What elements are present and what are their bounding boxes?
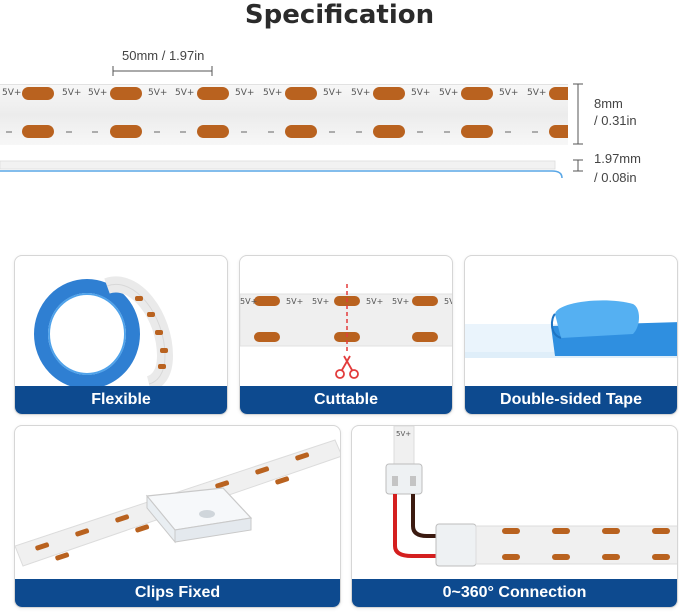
svg-text:5V+: 5V+: [286, 297, 303, 306]
positive-label: 5V+: [527, 88, 547, 98]
thickness-in-label: / 0.08in: [594, 170, 637, 185]
solder-pad: [22, 125, 54, 138]
feature-label: 0~360° Connection: [352, 579, 677, 607]
positive-label: 5V+: [411, 88, 431, 98]
solder-pad: [549, 87, 568, 100]
solder-pad: [197, 87, 229, 100]
solder-pad: [549, 125, 568, 138]
positive-label: 5V+: [499, 88, 519, 98]
solder-pad: [110, 87, 142, 100]
feature-card-connection: 5V+ 0~360° Connection: [351, 425, 678, 608]
svg-text:5V+: 5V+: [444, 297, 453, 306]
positive-label: 5V+: [263, 88, 283, 98]
thickness-mm-label: 1.97mm: [594, 151, 641, 166]
svg-text:5V+: 5V+: [312, 297, 329, 306]
positive-label: 5V+: [148, 88, 168, 98]
solder-pad: [461, 87, 493, 100]
feature-label: Flexible: [15, 386, 227, 414]
thickness-bracket: [573, 159, 583, 172]
solder-pad: [197, 125, 229, 138]
feature-card-flexible: Flexible: [14, 255, 228, 415]
feature-card-cuttable: 5V+ 5V+ 5V+ 5V+ 5V+ 5V+ Cuttable: [239, 255, 453, 415]
positive-label: 5V+: [2, 88, 22, 98]
solder-pad: [22, 87, 54, 100]
led-strip-side-view: [0, 160, 563, 179]
positive-label: 5V+: [323, 88, 343, 98]
flexible-strip-illustration: [34, 276, 174, 388]
positive-label: 5V+: [62, 88, 82, 98]
positive-label: 5V+: [175, 88, 195, 98]
positive-label: 5V+: [351, 88, 371, 98]
feature-label: Cuttable: [240, 386, 452, 414]
cut-spacing-bracket: [112, 66, 213, 76]
feature-card-clips-fixed: Clips Fixed: [14, 425, 341, 608]
solder-pad: [285, 125, 317, 138]
cuttable-strip-illustration: 5V+ 5V+ 5V+ 5V+ 5V+ 5V+: [240, 284, 453, 379]
cut-spacing-label: 50mm / 1.97in: [122, 48, 205, 63]
svg-text:5V+: 5V+: [366, 297, 383, 306]
solder-pad: [373, 125, 405, 138]
connection-illustration: 5V+: [385, 426, 677, 567]
width-bracket: [573, 83, 583, 145]
clips-illustration: [15, 439, 340, 567]
solder-pad: [110, 125, 142, 138]
width-mm-label: 8mm: [594, 96, 623, 111]
svg-text:5V+: 5V+: [240, 297, 257, 306]
page-title: Specification: [244, 0, 435, 30]
solder-pad: [285, 87, 317, 100]
solder-pad: [461, 125, 493, 138]
tape-illustration: [465, 300, 677, 358]
positive-label: 5V+: [235, 88, 255, 98]
svg-text:5V+: 5V+: [392, 297, 409, 306]
width-in-label: / 0.31in: [594, 113, 637, 128]
solder-pad: [373, 87, 405, 100]
positive-label: 5V+: [88, 88, 108, 98]
positive-label: 5V+: [439, 88, 459, 98]
feature-card-double-sided-tape: Double-sided Tape: [464, 255, 678, 415]
negative-markers: [6, 131, 538, 133]
svg-text:5V+: 5V+: [396, 430, 411, 438]
feature-label: Clips Fixed: [15, 579, 340, 607]
feature-label: Double-sided Tape: [465, 386, 677, 414]
